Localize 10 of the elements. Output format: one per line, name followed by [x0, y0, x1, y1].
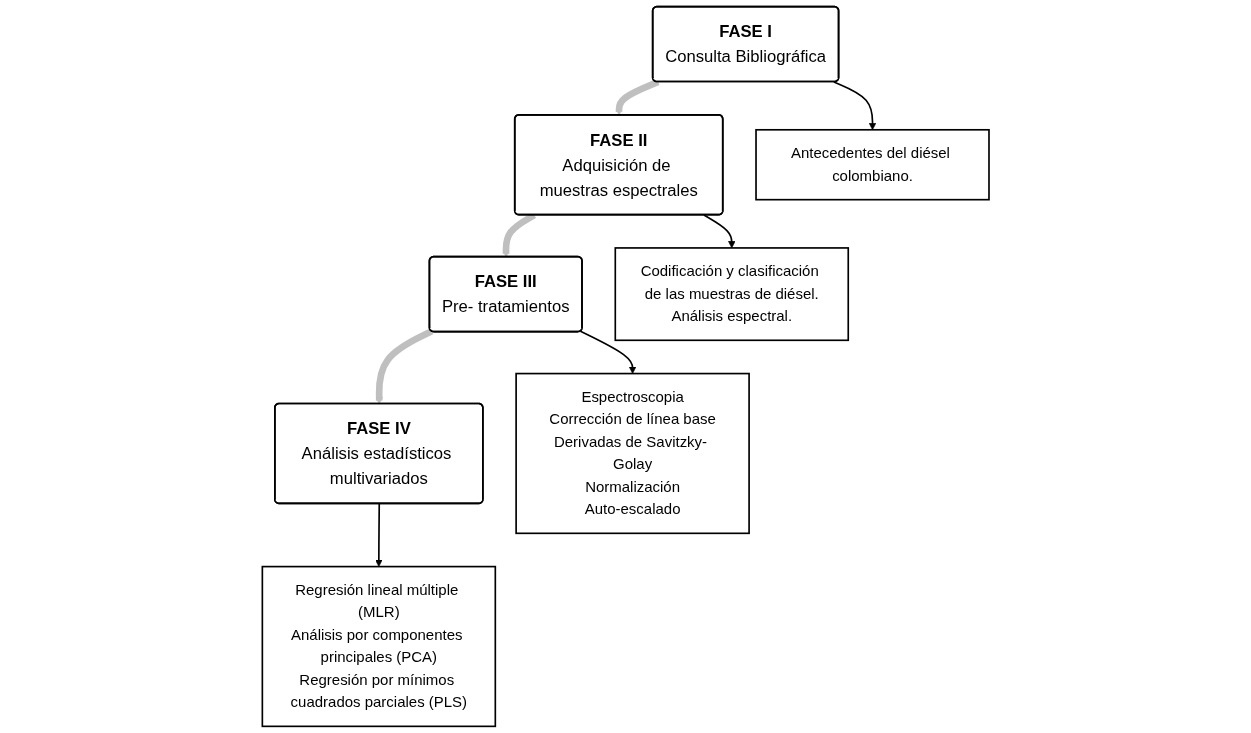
arrow	[375, 502, 383, 567]
node-box: Espectroscopia Corrección de línea base Derivadas de Savitzky- Golay Normalización Auto-escalado	[515, 372, 750, 535]
node-box: Codificación y clasificación de las muestras de diésel. Análisis espectral.	[614, 247, 849, 342]
arrow	[375, 328, 434, 405]
arrow	[579, 330, 637, 374]
arrow	[615, 78, 660, 116]
node-box: Antecedentes del diésel colombiano.	[755, 128, 990, 201]
node-box: Regresión lineal múltiple (MLR) Análisis por componentes principales (PCA) Regresión por mínimos cuadrados parciales (PLS)	[261, 565, 496, 728]
arrow	[832, 81, 876, 131]
arrow	[702, 214, 736, 249]
